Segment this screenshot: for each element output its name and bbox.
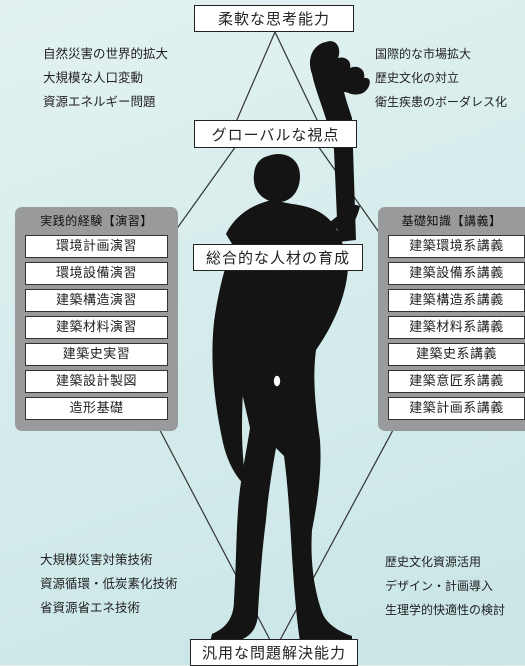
bottom-left-technology-list: 大規模災害対策技術 資源循環・低炭素化技術 省資源省エネ技術 bbox=[40, 548, 178, 620]
panel-item: 建築設備系講義 bbox=[388, 262, 525, 285]
bottom-box-problem-solving: 汎用な問題解決能力 bbox=[190, 639, 358, 666]
list-item: デザイン・計画導入 bbox=[385, 579, 494, 593]
global-perspective-box: グローバルな視点 bbox=[194, 120, 357, 148]
list-item: 資源循環・低炭素化技術 bbox=[40, 576, 178, 591]
panel-item: 建築史実習 bbox=[25, 343, 168, 366]
panel-item: 建築構造演習 bbox=[25, 289, 168, 312]
line-top-left-upper bbox=[235, 31, 276, 123]
top-right-issue-list: 国際的な市場拡大 歴史文化の対立 衛生疾患のボーダレス化 bbox=[375, 42, 507, 114]
list-item: 生理学的快適性の検討 bbox=[385, 603, 506, 617]
list-item: 国際的な市場拡大 bbox=[375, 47, 472, 61]
left-panel-practical-experience: 実践的経験【演習】 環境計画演習 環境設備演習 建築構造演習 建築材料演習 建築… bbox=[15, 207, 178, 431]
top-box-flexible-thinking: 柔軟な思考能力 bbox=[194, 5, 354, 32]
list-item: 資源エネルギー問題 bbox=[43, 94, 156, 109]
panel-item: 造形基礎 bbox=[25, 397, 168, 420]
list-item: 省資源省エネ技術 bbox=[40, 600, 141, 615]
center-box-integrated-talent: 総合的な人材の育成 bbox=[193, 244, 363, 271]
panel-item: 建築計画系講義 bbox=[388, 397, 525, 420]
panel-item: 建築意匠系講義 bbox=[388, 370, 525, 393]
panel-item: 建築材料演習 bbox=[25, 316, 168, 339]
panel-item: 環境計画演習 bbox=[25, 235, 168, 258]
list-item: 大規模な人口変動 bbox=[43, 70, 144, 85]
panel-item: 建築史系講義 bbox=[388, 343, 525, 366]
list-item: 衛生疾患のボーダレス化 bbox=[375, 95, 508, 109]
line-top-right-upper bbox=[274, 31, 319, 123]
list-item: 大規模災害対策技術 bbox=[40, 552, 153, 567]
panel-title: 実践的経験【演習】 bbox=[40, 214, 153, 228]
panel-item: 建築構造系講義 bbox=[388, 289, 525, 312]
top-left-issue-list: 自然災害の世界的拡大 大規模な人口変動 資源エネルギー問題 bbox=[43, 42, 168, 114]
list-item: 自然災害の世界的拡大 bbox=[43, 46, 169, 61]
panel-item: 建築設計製図 bbox=[25, 370, 168, 393]
list-item: 歴史文化資源活用 bbox=[385, 555, 482, 569]
figure-navel-mark bbox=[273, 375, 281, 387]
panel-title: 基礎知識【講義】 bbox=[401, 214, 502, 228]
bottom-right-technology-list: 歴史文化資源活用 デザイン・計画導入 生理学的快適性の検討 bbox=[385, 550, 505, 622]
right-panel-fundamental-knowledge: 基礎知識【講義】 建築環境系講義 建築設備系講義 建築構造系講義 建築材料系講義… bbox=[378, 207, 525, 431]
list-item: 歴史文化の対立 bbox=[375, 71, 460, 85]
panel-item: 建築材料系講義 bbox=[388, 316, 525, 339]
panel-item: 環境設備演習 bbox=[25, 262, 168, 285]
panel-item: 建築環境系講義 bbox=[388, 235, 525, 258]
